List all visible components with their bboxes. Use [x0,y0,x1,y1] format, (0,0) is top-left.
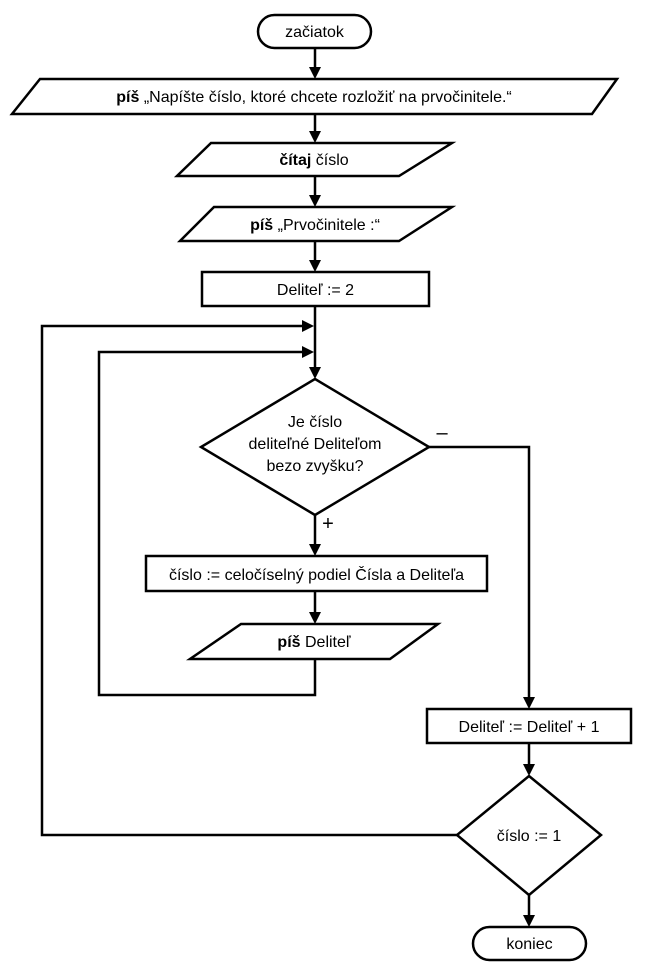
arrowhead [309,544,321,556]
arrowhead [309,260,321,272]
init-divisor-label: Deliteľ := 2 [277,282,354,299]
arrowhead [309,195,321,207]
end-label: koniec [506,936,552,953]
factors-output-node: píš „Prvočinitele :“ [176,205,457,243]
arrowhead [523,697,535,709]
keyword-write: píš [116,89,139,106]
divide-step-label: číslo := celočíselný podiel Čísla a Deli… [169,565,464,584]
keyword-write: píš [277,634,300,651]
connectors [40,48,535,927]
increment-divisor-label: Deliteľ := Deliteľ + 1 [459,719,600,736]
read-input-label: čítaj číslo [279,152,348,169]
start-label: začiatok [285,24,345,41]
increment-divisor-node: Deliteľ := Deliteľ + 1 [425,707,633,745]
decision-line-3: bezo zvyšku? [267,458,364,475]
arrowhead [523,764,535,776]
keyword-read: čítaj [279,152,311,169]
decision-line-2: deliteľné Deliteľom [249,436,382,453]
arrowhead [309,131,321,143]
prompt-output-label: píš „Napíšte číslo, ktoré chcete rozloži… [116,89,512,106]
factors-output-label: píš „Prvočinitele :“ [250,217,380,234]
connector-outer-loop [40,324,457,837]
init-divisor-node: Deliteľ := 2 [200,270,431,308]
print-divisor-node: píš Deliteľ [185,622,442,661]
keyword-write: píš [250,217,273,234]
start-terminator: začiatok [256,13,373,50]
divisibility-decision-node: Je číslo deliteľné Deliteľom bezo zvyšku… [198,377,432,517]
end-check-decision-node: číslo := 1 [455,774,603,897]
prompt-output-text: „Napíšte číslo, ktoré chcete rozložiť na… [139,89,511,106]
connector-decision-no [429,445,531,700]
end-check-label: číslo := 1 [497,828,562,845]
arrowhead [523,915,535,927]
branch-label-no: – [436,422,448,444]
arrowhead [309,612,321,624]
arrowhead [302,320,314,332]
prompt-output-node: píš „Napíšte číslo, ktoré chcete rozloži… [9,77,620,116]
read-input-text: číslo [311,152,348,169]
arrowhead [302,346,314,358]
arrowhead [309,367,321,379]
read-input-node: čítaj číslo [173,141,457,178]
end-terminator: koniec [471,925,588,962]
factors-output-text: „Prvočinitele :“ [273,217,380,234]
connector-inner-loop [97,350,317,697]
branch-label-yes: + [322,513,334,535]
divide-step-node: číslo := celočíselný podiel Čísla a Deli… [144,554,489,593]
print-divisor-label: píš Deliteľ [277,634,350,651]
print-divisor-text: Deliteľ [301,634,351,651]
arrowhead [309,67,321,79]
decision-line-1: Je číslo [288,414,342,431]
